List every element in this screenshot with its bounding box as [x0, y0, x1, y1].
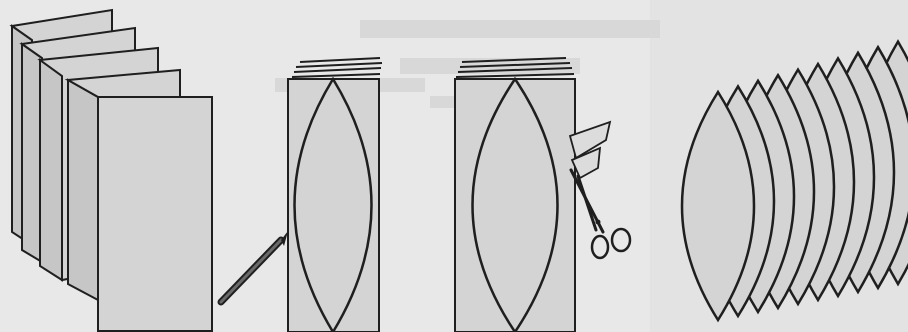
folded-panel-4 — [68, 80, 98, 300]
top-folded-sheet — [98, 97, 212, 331]
folded-panel-3 — [40, 60, 62, 280]
folded-stack — [288, 79, 379, 332]
